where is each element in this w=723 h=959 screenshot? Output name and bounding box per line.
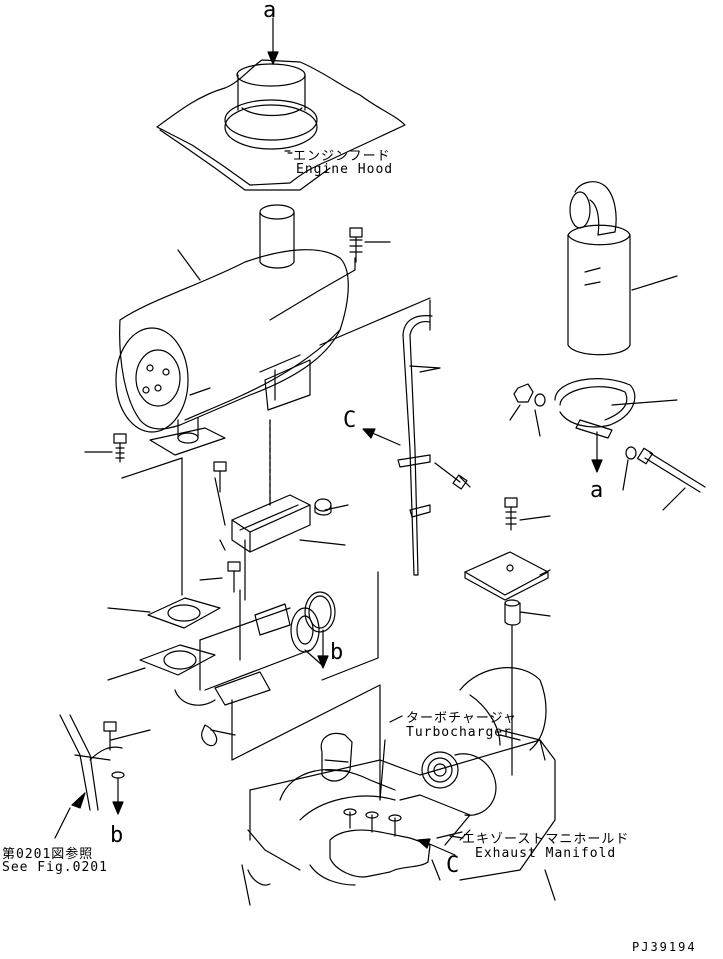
drawing-code: PJ39194 — [632, 940, 697, 954]
reference-arrows — [54, 428, 603, 856]
bolts-drawing — [84, 227, 706, 751]
rain-cap-drawing — [567, 181, 631, 356]
see-fig-label-jp: 第0201図参照 — [2, 847, 94, 862]
engine-drawing — [241, 667, 556, 906]
leader-lines — [107, 249, 686, 841]
muffler-drawing — [115, 204, 349, 456]
reference-c-bottom: C — [446, 853, 460, 878]
reference-b-mid: b — [330, 640, 344, 665]
engine-hood-label-jp: エンジンフード — [293, 149, 391, 164]
reference-b-left: b — [110, 823, 124, 848]
reference-c-top: C — [343, 408, 357, 433]
engine-hood-drawing — [156, 17, 406, 191]
exhaust-manifold-label-en: Exhaust Manifold — [475, 846, 617, 861]
turbocharger-label-en: Turbocharger — [406, 725, 512, 740]
stay-rod-drawing — [397, 299, 441, 576]
clamp-band-drawing — [554, 378, 636, 439]
exhaust-manifold-label-jp: エキゾーストマニホールド — [462, 832, 630, 847]
engine-hood-label-en: Engine Hood — [296, 162, 394, 177]
reference-a-right: a — [590, 478, 604, 503]
turbocharger-label-jp: ターボチャージャ — [406, 711, 517, 726]
heat-plate-drawing — [464, 551, 549, 626]
exhaust-pipe-drawing — [139, 591, 336, 747]
see-fig-label-en: See Fig.0201 — [2, 860, 108, 875]
bracket-drawing — [231, 419, 346, 553]
label-leaders — [287, 152, 464, 839]
reference-a-top: a — [263, 0, 277, 23]
